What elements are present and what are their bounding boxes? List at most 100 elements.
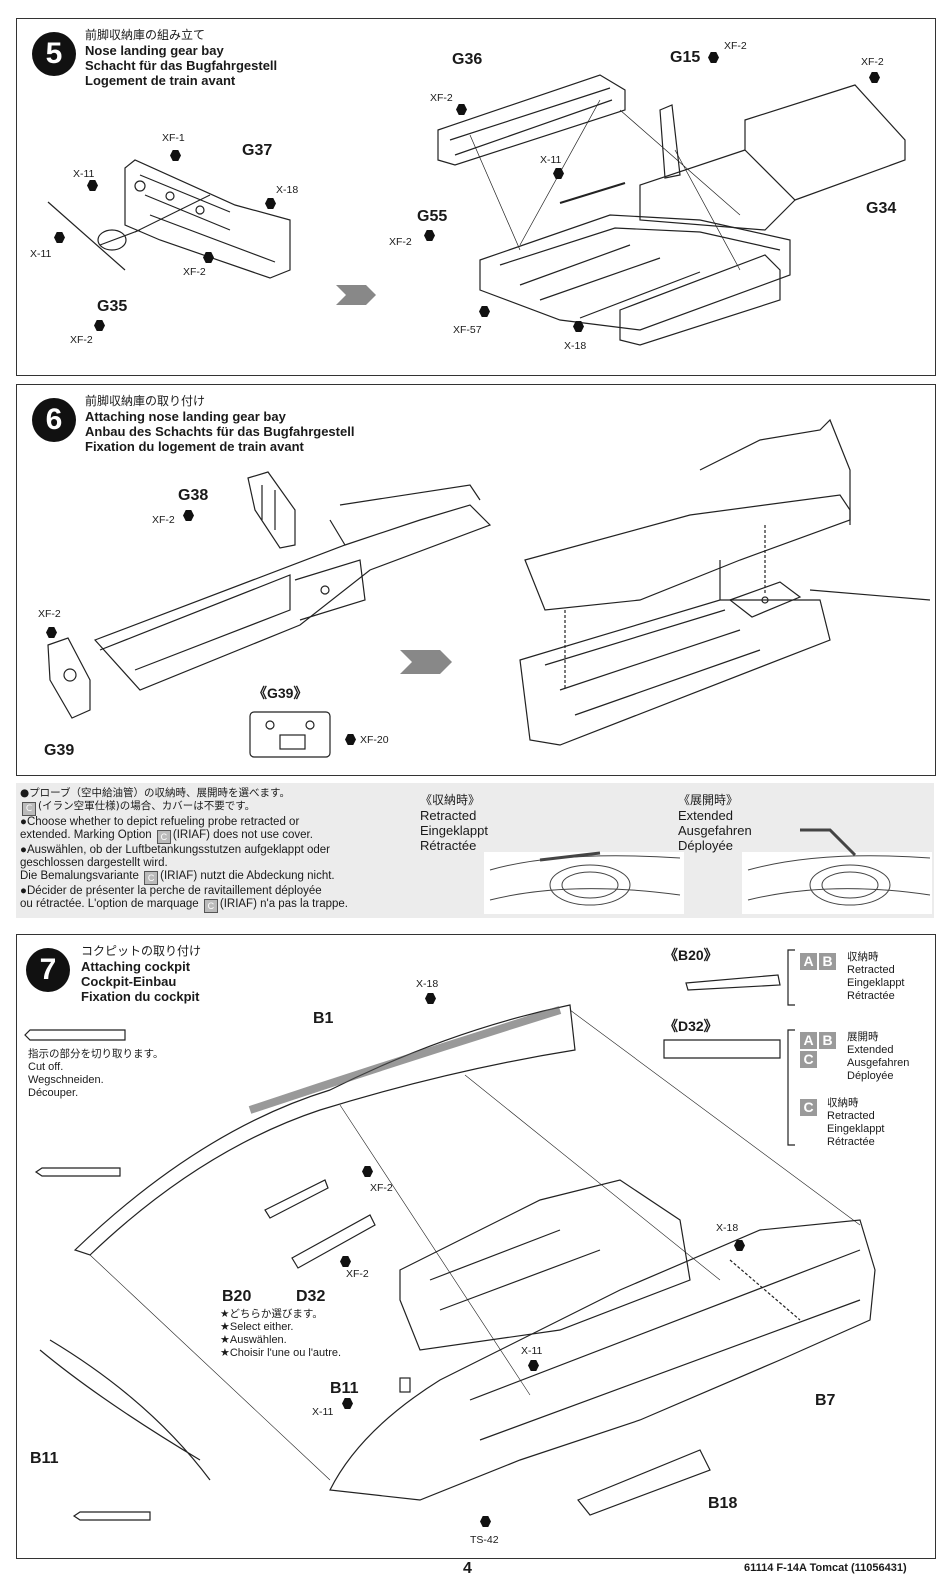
either-de: ★Auswählen. bbox=[220, 1334, 287, 1346]
extended-fr: Déployée bbox=[678, 838, 733, 853]
retracted-de: Eingeklappt bbox=[420, 823, 488, 838]
part-b11-detail: B11 bbox=[30, 1450, 59, 1467]
marking-b-icon: B bbox=[819, 1032, 836, 1049]
probe-note-jp2: (イラン空軍仕様)の場合、カバーは不要です。 bbox=[38, 800, 256, 812]
step-5-panel bbox=[16, 18, 936, 376]
part-g34: G34 bbox=[866, 200, 897, 217]
paint-hex-icon bbox=[734, 1240, 745, 1251]
part-g15: G15 bbox=[670, 49, 701, 66]
color-callout: X-11 bbox=[73, 168, 95, 180]
color-callout: XF-1 bbox=[162, 132, 185, 144]
part-b7: B7 bbox=[815, 1392, 836, 1409]
step-6-title-jp: 前脚収納庫の取り付け bbox=[85, 394, 206, 408]
step-6-number: 6 bbox=[32, 398, 76, 442]
step-5-number: 5 bbox=[32, 32, 76, 76]
probe-note-de3: Die Bemalungsvariante bbox=[20, 870, 139, 882]
part-g38: G38 bbox=[178, 487, 209, 504]
probe-note-jp1: ●プローブ（空中給油管）の収納時、展開時を選べます。 bbox=[20, 787, 290, 799]
opt-d32b-de: Eingeklappt bbox=[827, 1123, 885, 1135]
opt-d32b-en: Retracted bbox=[827, 1110, 875, 1122]
marking-c-icon: C bbox=[156, 830, 171, 844]
step-6-title-fr: Fixation du logement de train avant bbox=[85, 439, 304, 454]
part-b20: B20 bbox=[222, 1288, 252, 1305]
step-6-panel bbox=[16, 384, 936, 776]
step-5-title-jp: 前脚収納庫の組み立て bbox=[85, 28, 206, 42]
color-callout: X-18 bbox=[416, 978, 439, 990]
paint-hex-icon bbox=[456, 104, 467, 115]
probe-note-de3b: (IRIAF) nutzt die Abdeckung nicht. bbox=[160, 870, 335, 882]
probe-note-fr2b: (IRIAF) n'a pas la trappe. bbox=[219, 898, 348, 910]
paint-hex-icon bbox=[425, 993, 436, 1004]
paint-hex-icon bbox=[54, 232, 65, 243]
opt-d32a-de: Ausgefahren bbox=[847, 1057, 910, 1069]
kit-code: 61114 F-14A Tomcat (11056431) bbox=[744, 1562, 907, 1574]
marking-b-icon: B bbox=[819, 953, 836, 970]
probe-note-de1: ●Auswählen, ob der Luftbetankungsstutzen… bbox=[20, 844, 330, 856]
color-callout: XF-2 bbox=[70, 334, 93, 346]
step-6-title: 前脚収納庫の取り付け Attaching nose landing gear b… bbox=[85, 394, 354, 454]
option-d32a-text: 展開時 Extended Ausgefahren Déployée bbox=[847, 1031, 909, 1083]
select-either-note: ★どちらか選びます。 ★Select either. ★Auswählen. ★… bbox=[220, 1308, 341, 1360]
cut-jp: 指示の部分を切り取ります。 bbox=[28, 1048, 164, 1060]
step-7-title-jp: コクピットの取り付け bbox=[81, 944, 202, 958]
paint-hex-icon bbox=[342, 1398, 353, 1409]
paint-hex-icon bbox=[170, 150, 181, 161]
marking-c-icon: C bbox=[22, 802, 36, 816]
probe-retracted-label: 《収納時》 Retracted Eingeklappt Rétractée bbox=[420, 793, 488, 853]
paint-hex-icon bbox=[94, 320, 105, 331]
part-g35: G35 bbox=[97, 298, 128, 315]
opt-d32b-fr: Rétractée bbox=[827, 1136, 875, 1148]
paint-hex-icon bbox=[528, 1360, 539, 1371]
color-callout: XF-2 bbox=[370, 1182, 393, 1194]
probe-extended-label: 《展開時》 Extended Ausgefahren Déployée bbox=[678, 793, 752, 853]
probe-note-en1: ●Choose whether to depict refueling prob… bbox=[20, 816, 300, 828]
probe-note-fr2: ou rétractée. L'option de marquage bbox=[20, 898, 199, 910]
color-callout: TS-42 bbox=[470, 1534, 499, 1546]
paint-hex-icon bbox=[869, 72, 880, 83]
option-abc-badge: A B C bbox=[800, 1032, 840, 1068]
color-callout: XF-2 bbox=[430, 92, 453, 104]
step-7-title-de: Cockpit-Einbau bbox=[81, 974, 177, 989]
probe-note-de2: geschlossen dargestellt wird. bbox=[20, 857, 168, 869]
part-g36: G36 bbox=[452, 51, 483, 68]
step-5-title-de: Schacht für das Bugfahrgestell bbox=[85, 58, 278, 73]
option-ab-badge: A B bbox=[800, 953, 836, 970]
marking-c-icon: C bbox=[800, 1099, 817, 1116]
step-7-title: コクピットの取り付け Attaching cockpit Cockpit-Ein… bbox=[81, 944, 201, 1004]
either-en: ★Select either. bbox=[220, 1321, 294, 1333]
step-5-title-en: Nose landing gear bay bbox=[85, 43, 224, 58]
color-callout: XF-2 bbox=[152, 514, 175, 526]
cut-de: Wegschneiden. bbox=[28, 1074, 104, 1086]
paint-hex-icon bbox=[203, 252, 214, 263]
color-callout: XF-2 bbox=[346, 1268, 369, 1280]
option-d32b-text: 収納時 Retracted Eingeklappt Rétractée bbox=[827, 1097, 885, 1149]
marking-a-icon: A bbox=[800, 1032, 817, 1049]
marking-c-icon: C bbox=[144, 871, 159, 885]
step-5-title-fr: Logement de train avant bbox=[85, 73, 236, 88]
paint-hex-icon bbox=[340, 1256, 351, 1267]
g39-inset-label: 《G39》 bbox=[253, 685, 308, 701]
paint-hex-icon bbox=[362, 1166, 373, 1177]
either-fr: ★Choisir l'une ou l'autre. bbox=[220, 1347, 342, 1359]
color-callout: XF-2 bbox=[861, 56, 884, 68]
probe-note-text: ●プローブ（空中給油管）の収納時、展開時を選べます。 C(イラン空軍仕様)の場合… bbox=[20, 787, 348, 913]
paint-hex-icon bbox=[573, 321, 584, 332]
extended-de: Ausgefahren bbox=[678, 823, 752, 838]
paint-hex-icon bbox=[424, 230, 435, 241]
marking-a-icon: A bbox=[800, 953, 817, 970]
b20-inset-label: 《B20》 bbox=[664, 947, 718, 963]
retracted-fr: Rétractée bbox=[420, 838, 477, 853]
color-callout: XF-20 bbox=[360, 734, 389, 746]
part-b1: B1 bbox=[313, 1010, 334, 1027]
part-g39: G39 bbox=[44, 742, 75, 759]
opt-d32a-en: Extended bbox=[847, 1044, 894, 1056]
opt-b20-fr: Rétractée bbox=[847, 990, 895, 1002]
paint-hex-icon bbox=[553, 168, 564, 179]
color-callout: XF-2 bbox=[38, 608, 61, 620]
marking-c-icon: C bbox=[800, 1051, 817, 1068]
color-callout: X-18 bbox=[276, 184, 299, 196]
color-callout: XF-2 bbox=[389, 236, 412, 248]
